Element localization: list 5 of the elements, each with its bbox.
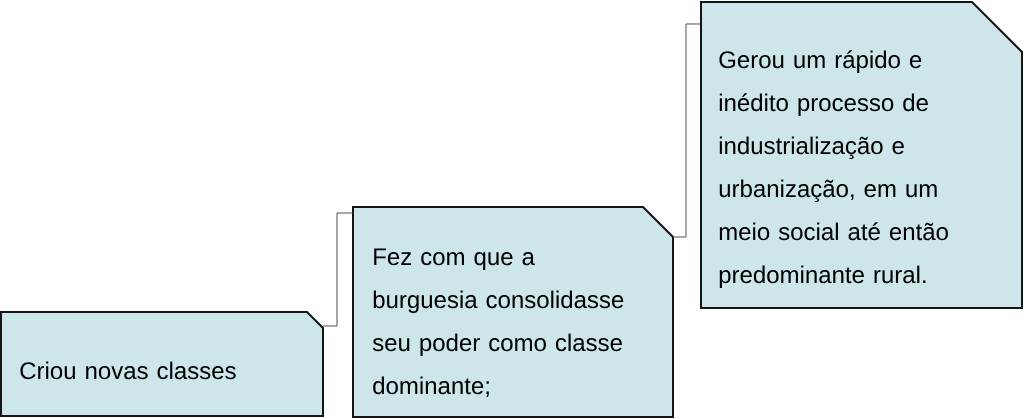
note-box: Fez com que a burguesia consolidasse seu poder como classe dominante; [352, 206, 674, 418]
connector-line [672, 23, 702, 238]
note-box: Gerou um rápido e inédito processo de industrialização e urbanização, em um meio social até então predominante rural. [700, 1, 1023, 309]
connector-line [322, 212, 354, 327]
note-box: Criou novas classes [0, 311, 324, 417]
